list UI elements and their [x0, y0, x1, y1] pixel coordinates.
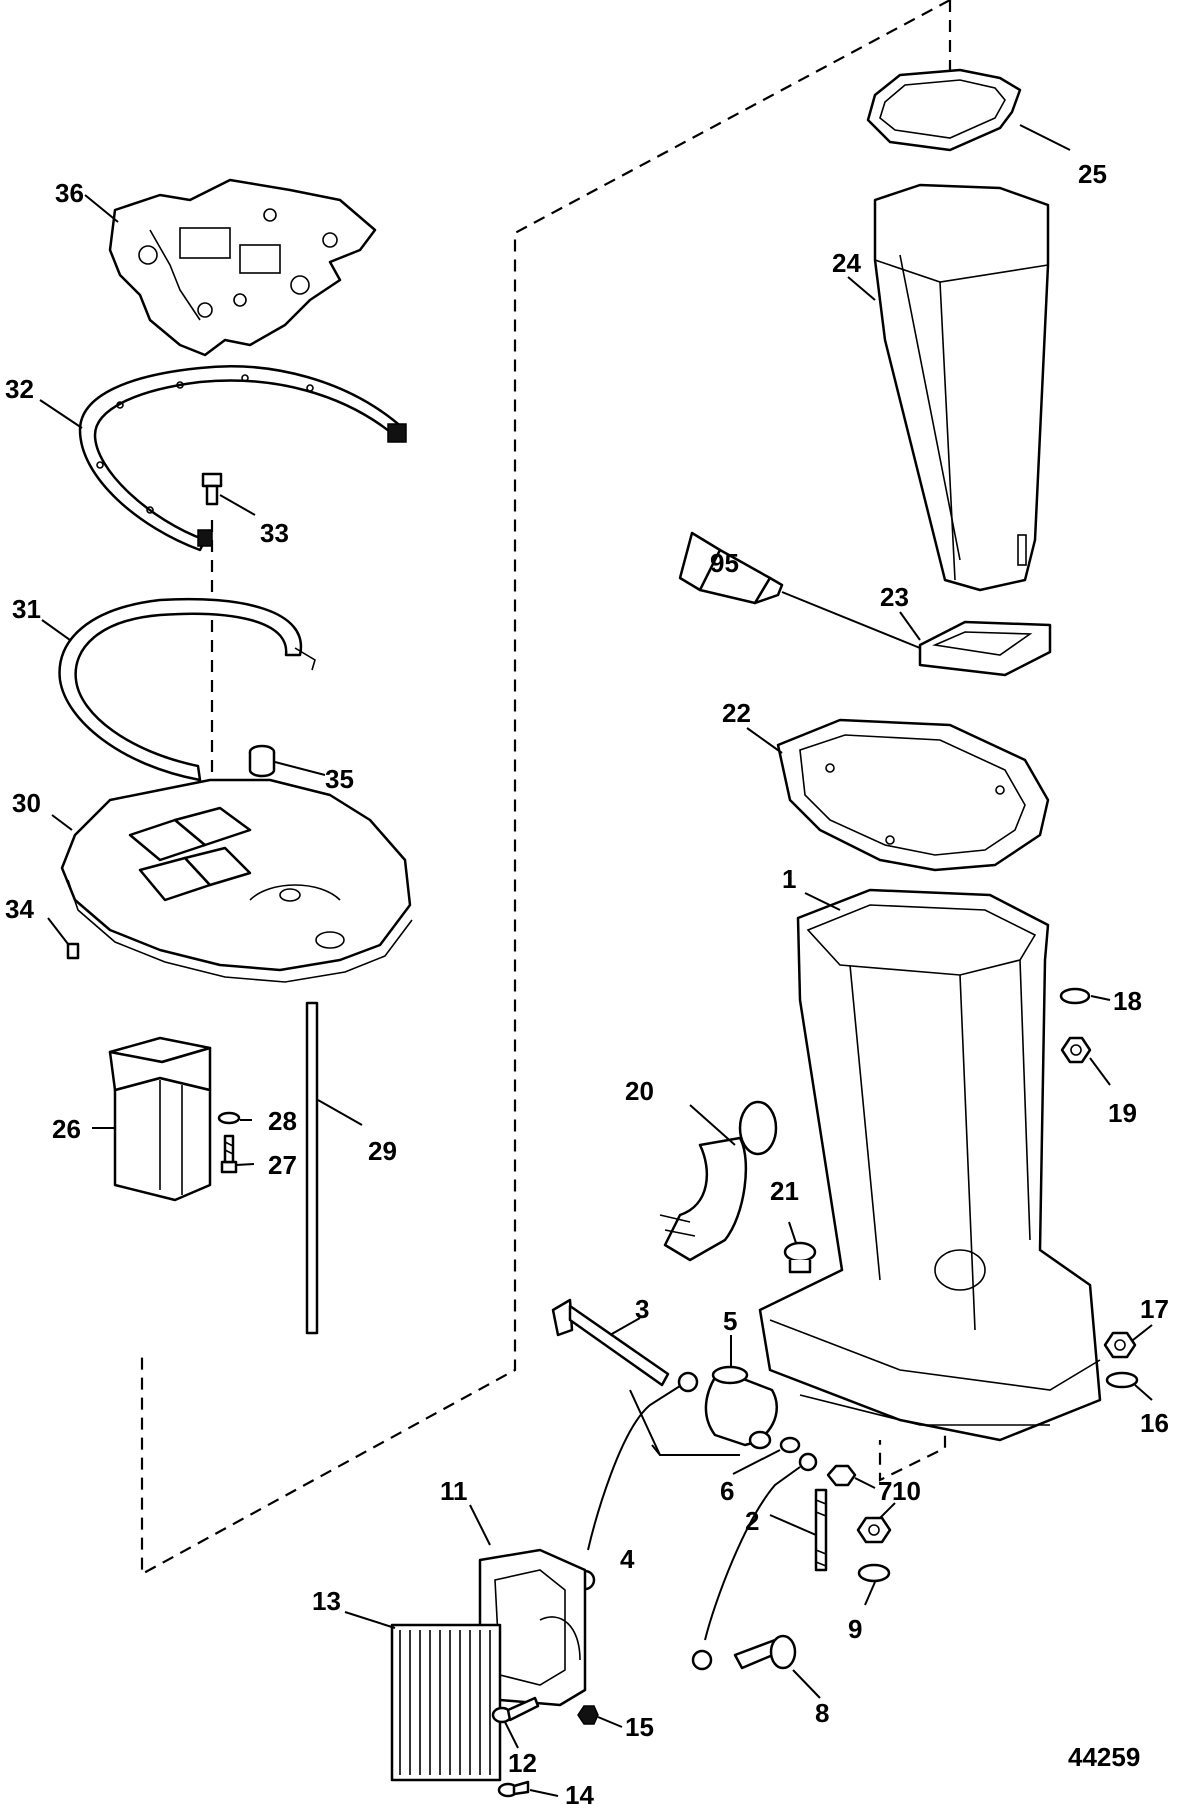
part-29-water-tube	[305, 1001, 319, 1335]
part-26-exhaust-tube	[108, 1036, 212, 1202]
part-13-anode	[390, 1623, 502, 1782]
part-10-nut	[856, 1516, 892, 1544]
part-15-nut	[577, 1705, 599, 1725]
part-20-tube-elbow	[659, 1100, 778, 1262]
part-25-top-seal	[866, 68, 1022, 152]
part-33-bolt	[201, 472, 223, 506]
part-36-gasket	[108, 178, 377, 357]
callout-14: 14	[565, 1780, 594, 1805]
part-34-pin	[66, 942, 80, 960]
callout-2: 2	[745, 1506, 759, 1536]
leader-lines	[39, 124, 1153, 1797]
callout-27: 27	[268, 1150, 297, 1180]
callout-33: 33	[260, 518, 289, 548]
part-22-gasket	[776, 718, 1050, 872]
callout-21: 21	[770, 1176, 799, 1206]
part-35-plug	[248, 744, 276, 778]
callout-11: 11	[440, 1476, 468, 1506]
callout-30: 30	[12, 788, 41, 818]
part-4-ground-straps	[574, 1371, 818, 1671]
part-3-long-bolt	[551, 1298, 670, 1387]
callout-20: 20	[625, 1076, 654, 1106]
callout-25: 25	[1078, 159, 1107, 189]
part-2-stud	[814, 1488, 828, 1572]
callout-1: 1	[782, 864, 796, 894]
callout-28: 28	[268, 1106, 297, 1136]
tube-label: 95	[710, 548, 739, 578]
part-17-nut	[1103, 1331, 1137, 1359]
figure-number: 44259	[1068, 1742, 1140, 1772]
callout-5: 5	[723, 1306, 737, 1336]
part-21-plug	[783, 1241, 817, 1274]
callout-6: 6	[720, 1476, 734, 1506]
part-1-driveshaft-housing	[758, 888, 1102, 1442]
callout-19: 19	[1108, 1098, 1137, 1128]
callout-10: 10	[892, 1476, 921, 1506]
callout-24: 24	[832, 248, 861, 278]
part-8-bolt	[733, 1634, 797, 1670]
callout-15: 15	[625, 1712, 654, 1742]
callout-9: 9	[848, 1614, 862, 1644]
part-23-seal-block	[918, 620, 1052, 677]
part-31-u-seal	[58, 597, 316, 782]
part-5-mount	[704, 1365, 778, 1450]
part-27-bolt	[220, 1134, 238, 1174]
part-30-adapter-plate	[60, 778, 413, 983]
callout-36: 36	[55, 178, 84, 208]
callout-16: 16	[1140, 1408, 1169, 1438]
callout-4: 4	[620, 1544, 635, 1574]
part-24-upper-housing	[873, 183, 1050, 592]
part-16-washer	[1105, 1371, 1139, 1389]
part-12-bolt	[491, 1696, 540, 1724]
part-14-screw	[497, 1780, 530, 1798]
callout-7: 7	[878, 1476, 892, 1506]
callout-17: 17	[1140, 1294, 1169, 1324]
callout-26: 26	[52, 1114, 81, 1144]
callout-34: 34	[5, 894, 34, 924]
part-32-seal-ring	[78, 365, 407, 552]
callout-18: 18	[1113, 986, 1142, 1016]
part-18-washer	[1059, 987, 1091, 1005]
part-28-washer	[217, 1111, 241, 1125]
callout-29: 29	[368, 1136, 397, 1166]
callout-8: 8	[815, 1698, 829, 1728]
callout-12: 12	[508, 1748, 537, 1778]
callout-13: 13	[312, 1586, 341, 1616]
callout-35: 35	[325, 764, 354, 794]
part-9-washer	[857, 1563, 891, 1583]
part-6-washer	[779, 1436, 801, 1454]
part-19-nut	[1060, 1036, 1092, 1064]
callout-3: 3	[635, 1294, 649, 1324]
callout-32: 32	[5, 374, 34, 404]
sealant-tube: 95	[678, 531, 921, 649]
callout-22: 22	[722, 698, 751, 728]
callout-31: 31	[12, 594, 41, 624]
callout-23: 23	[880, 582, 909, 612]
callout-labels: 1 2 3 4 5 6 7 8 9 10 11 12 13 14 15 16 1…	[5, 159, 1169, 1805]
part-7-nut	[826, 1464, 857, 1487]
